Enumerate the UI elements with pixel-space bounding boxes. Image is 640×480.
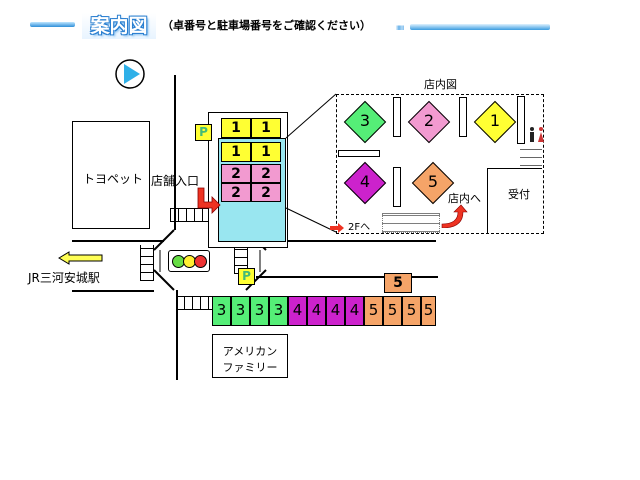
parking-slot: 4 — [307, 296, 326, 326]
crosswalk — [234, 244, 248, 274]
american-family-label-line2: ファミリー — [222, 361, 278, 374]
header-decor-bar-right — [410, 24, 550, 30]
intersection — [153, 229, 267, 291]
stairs-label: 2Fへ — [348, 222, 371, 233]
crosswalk — [176, 296, 212, 310]
reception-label: 受付 — [508, 188, 530, 201]
parking-slot: 3 — [250, 296, 269, 326]
reception-area — [487, 168, 542, 234]
wall — [393, 97, 401, 137]
page-title: 案内図 — [82, 13, 156, 39]
wall — [338, 150, 380, 157]
toyopet-label: トヨペット — [83, 172, 144, 186]
table-1-label: 1 — [489, 111, 501, 130]
parking-slot: 5 — [402, 296, 421, 326]
stairs-arrow-icon — [330, 218, 344, 233]
wall — [459, 97, 467, 137]
parking-slot: 1 — [221, 142, 251, 162]
floor-plan-title: 店内図 — [424, 78, 457, 91]
american-family-building: アメリカン ファミリー — [212, 334, 288, 378]
parking-slot: 5 — [364, 296, 383, 326]
parking-slot: 1 — [251, 142, 281, 162]
restroom-icon — [530, 127, 544, 142]
station-arrow-icon — [58, 251, 103, 265]
crosswalk — [140, 245, 154, 281]
parking-slot: 1 — [221, 118, 251, 138]
stairs-lines — [520, 144, 542, 166]
road-line — [72, 290, 154, 292]
floor-plan-callout — [285, 93, 337, 233]
parking-slot: 5 — [421, 296, 436, 326]
table-5-label: 5 — [427, 172, 439, 191]
entrance-arrow-icon — [197, 187, 221, 214]
parking-slot: 4 — [288, 296, 307, 326]
parking-icon: P — [238, 268, 255, 285]
parking-slot: 5 — [383, 296, 402, 326]
parking-slot: 2 — [251, 164, 281, 183]
table-2-label: 2 — [423, 111, 435, 130]
floor-plan — [336, 94, 544, 234]
toyopet-building: トヨペット — [72, 121, 150, 229]
road-line — [72, 240, 164, 242]
header-decor-bar-left — [30, 22, 75, 27]
page-subtitle: （卓番号と駐車場番号をご確認ください） — [162, 19, 371, 32]
parking-slot: 3 — [269, 296, 288, 326]
road-line — [174, 75, 176, 230]
station-label: JR三河安城駅 — [28, 271, 100, 285]
parking-slot: 4 — [345, 296, 364, 326]
parking-sign-5: 5 — [384, 273, 412, 293]
store-entrance-label: 店舗入口 — [151, 174, 200, 188]
north-arrow-icon — [115, 59, 145, 89]
american-family-label-line1: アメリカン — [222, 345, 278, 358]
stairs-lines — [382, 213, 440, 233]
table-4-label: 4 — [359, 172, 371, 191]
table-3-label: 3 — [359, 111, 371, 130]
parking-slot: 1 — [251, 118, 281, 138]
wall — [393, 167, 401, 207]
parking-icon: P — [195, 124, 212, 141]
parking-slot: 4 — [326, 296, 345, 326]
parking-slot: 2 — [221, 164, 251, 183]
crosswalk — [170, 208, 210, 222]
to-store-arrow-icon — [441, 204, 468, 228]
parking-slot: 3 — [231, 296, 250, 326]
header-decor-dots: ıııııı — [396, 23, 404, 32]
road-line — [176, 290, 178, 380]
road-line — [256, 276, 438, 278]
traffic-light-icon — [168, 250, 210, 272]
road-line — [246, 240, 436, 242]
parking-slot: 2 — [251, 183, 281, 202]
wall — [517, 96, 525, 144]
to-store-label: 店内へ — [448, 192, 481, 205]
parking-slot: 2 — [221, 183, 251, 202]
parking-slot: 3 — [212, 296, 231, 326]
